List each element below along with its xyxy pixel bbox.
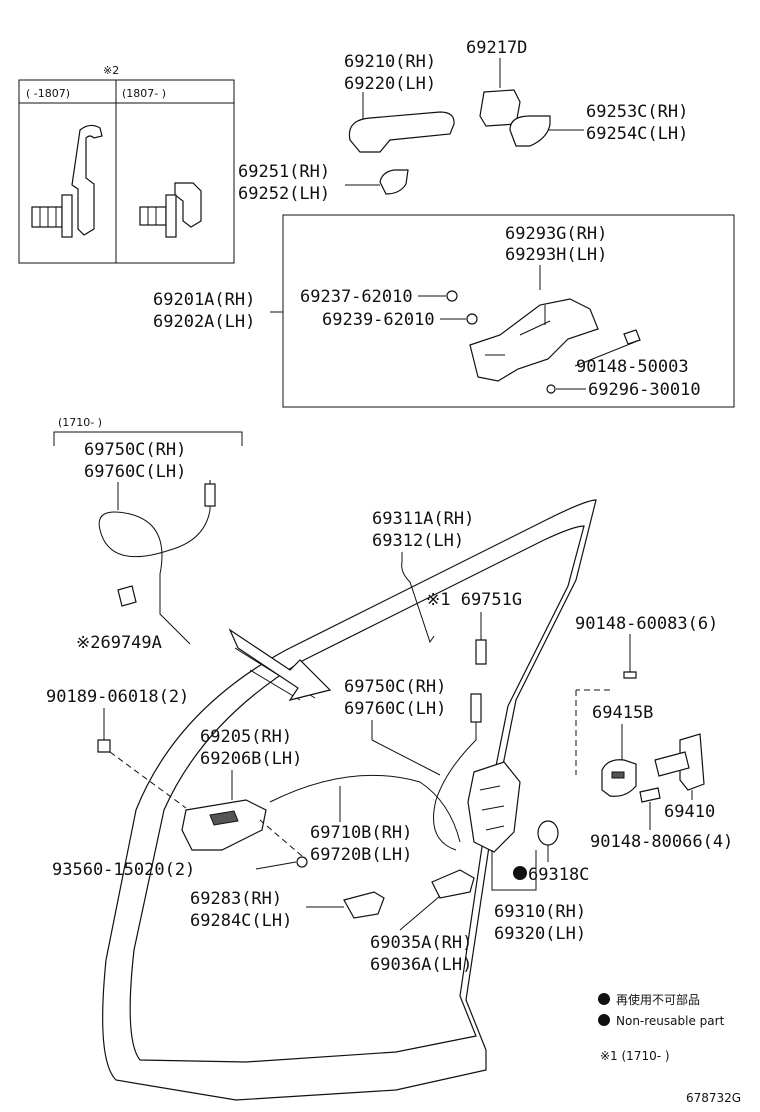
bolt-90148-80066 xyxy=(639,787,661,803)
label-69415b: 69415B xyxy=(592,703,653,723)
label-69312-lh: 69312(LH) xyxy=(372,531,464,551)
label-69035a-rh: 69035A(RH) xyxy=(370,933,472,953)
label-69217d: 69217D xyxy=(466,38,527,58)
seal-69318c xyxy=(537,820,559,846)
door-outer xyxy=(102,499,597,1101)
label-69220-lh: 69220(LH) xyxy=(344,74,436,94)
label-69201a-rh: 69201A(RH) xyxy=(153,290,255,310)
label-69254c-lh: 69254C(LH) xyxy=(586,124,688,144)
inset-col-right: (1807- ) xyxy=(122,87,166,100)
legend-non-reusable-jp: 再使用不可部品 xyxy=(616,992,700,1007)
outside-handle-group: 69210(RH) 69220(LH) 69217D 69253C(RH) 69… xyxy=(238,38,688,204)
clip-69239 xyxy=(466,313,478,325)
screw-90148-50003 xyxy=(623,329,641,345)
label-69202a-lh: 69202A(LH) xyxy=(153,312,255,332)
lock-cover-69035a xyxy=(431,869,475,899)
cable-group: (1710- ) 69750C(RH) 69760C(LH) ※269749A xyxy=(53,416,243,653)
legend-bullet-en xyxy=(598,1014,610,1026)
screw-93560 xyxy=(296,856,308,868)
label-69296: 69296-30010 xyxy=(588,380,701,400)
inset-box: ※2 ( -1807) (1807- ) xyxy=(18,64,235,264)
legend: 再使用不可部品 Non-reusable part ※1 (1710- ) xyxy=(598,992,725,1063)
inset-frame xyxy=(18,79,235,264)
label-69283-rh: 69283(RH) xyxy=(190,889,282,909)
door-check-69410 xyxy=(679,733,705,791)
clip-old-drawing xyxy=(31,124,103,238)
door-lock-assembly xyxy=(467,761,521,853)
frame-box-border xyxy=(282,214,735,408)
clip-90189 xyxy=(97,739,111,753)
clip-new-drawing xyxy=(139,182,202,238)
handle-frame-box: 69293G(RH) 69293H(LH) 69201A(RH) 69202A(… xyxy=(153,214,735,408)
label-69253c-rh: 69253C(RH) xyxy=(586,102,688,122)
inset-note-mark: ※2 xyxy=(103,64,119,77)
label-69252-lh: 69252(LH) xyxy=(238,184,330,204)
clip-69749a xyxy=(117,585,137,607)
legend-note-1: ※1 (1710- ) xyxy=(600,1049,670,1063)
label-69239: 69239-62010 xyxy=(322,310,435,330)
label-69760c-lh-a: 69760C(LH) xyxy=(84,462,186,482)
label-69750c-rh-a: 69750C(RH) xyxy=(84,440,186,460)
lock-bracket xyxy=(491,850,537,891)
label-93560: 93560-15020(2) xyxy=(52,860,195,880)
legend-bullet-jp xyxy=(598,993,610,1005)
label-69036a-lh: 69036A(LH) xyxy=(370,955,472,975)
clip-69237 xyxy=(446,290,458,302)
label-69318c: 69318C xyxy=(528,865,589,885)
non-reusable-mark xyxy=(513,866,527,880)
label-90189: 90189-06018(2) xyxy=(46,687,189,707)
label-69293h-lh: 69293H(LH) xyxy=(505,245,607,265)
label-90148-60083: 90148-60083(6) xyxy=(575,614,718,634)
cable-group-note: (1710- ) xyxy=(58,416,102,429)
rod-clip-69751g xyxy=(475,639,487,665)
bezel-69283 xyxy=(343,891,385,919)
legend-non-reusable-en: Non-reusable part xyxy=(616,1014,725,1028)
label-90148-80066: 90148-80066(4) xyxy=(590,832,733,852)
inside-handle-group: 90189-06018(2) 69205(RH) 69206B(LH) 6971… xyxy=(46,687,412,931)
lock-rod xyxy=(401,552,435,644)
label-69750c-rh-b: 69750C(RH) xyxy=(344,677,446,697)
inside-handle xyxy=(181,799,267,851)
handle-cover xyxy=(379,169,409,195)
lock-cable-b xyxy=(433,700,477,851)
screw-69296 xyxy=(546,384,556,394)
label-69284c-lh: 69284C(LH) xyxy=(190,911,292,931)
door-lock-group: 69318C 69310(RH) 69320(LH) 69035A(RH) 69… xyxy=(370,761,589,975)
door-panel xyxy=(102,499,597,1101)
label-69410: 69410 xyxy=(664,802,715,822)
label-69320-lh: 69320(LH) xyxy=(494,924,586,944)
label-69311a-rh: 69311A(RH) xyxy=(372,509,474,529)
label-69751g: ※1 69751G xyxy=(426,590,522,610)
lock-rod-group: 69311A(RH) 69312(LH) ※1 69751G xyxy=(372,509,522,665)
label-69720b-lh: 69720B(LH) xyxy=(310,845,412,865)
label-69293g-rh: 69293G(RH) xyxy=(505,224,607,244)
cable-group-bracket xyxy=(53,431,243,446)
handle-pad xyxy=(509,115,551,147)
inset-col-left: ( -1807) xyxy=(26,87,70,100)
label-69205-rh: 69205(RH) xyxy=(200,727,292,747)
lock-cable-a xyxy=(98,480,211,645)
door-inner xyxy=(129,525,585,1063)
label-69251-rh: 69251(RH) xyxy=(238,162,330,182)
bolt-90148-60083 xyxy=(623,671,637,679)
label-69760c-lh-b: 69760C(LH) xyxy=(344,699,446,719)
lock-cable-group: 69750C(RH) 69760C(LH) xyxy=(269,677,482,851)
label-69210-rh: 69210(RH) xyxy=(344,52,436,72)
label-69749a: ※269749A xyxy=(76,633,162,653)
label-69237: 69237-62010 xyxy=(300,287,413,307)
diagram-id: 678732G xyxy=(686,1091,741,1105)
label-69310-rh: 69310(RH) xyxy=(494,902,586,922)
handle-frame xyxy=(469,298,599,382)
label-69710b-rh: 69710B(RH) xyxy=(310,823,412,843)
inside-cable xyxy=(269,774,461,843)
stopper-group: 90148-60083(6) 69415B 69410 90148-80066(… xyxy=(575,614,733,852)
label-69206b-lh: 69206B(LH) xyxy=(200,749,302,769)
outside-handle xyxy=(348,111,455,153)
label-90148-50003: 90148-50003 xyxy=(576,357,689,377)
view-arrow xyxy=(228,628,332,701)
